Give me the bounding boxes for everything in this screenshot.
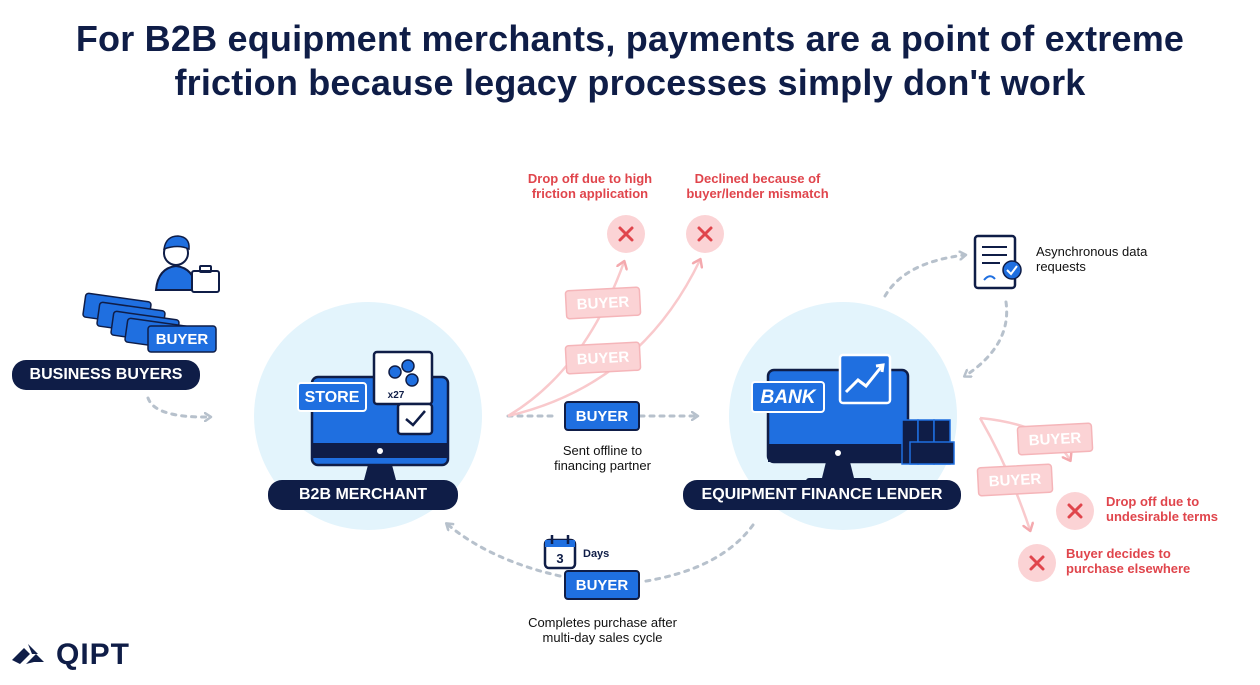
calendar-day: 3 <box>556 551 563 566</box>
buyer-label: BUYER <box>576 294 629 314</box>
completes-to-merchant-arrow <box>447 524 562 578</box>
buyer-label: BUYER <box>576 349 629 369</box>
fail-arrow-mismatch <box>507 260 700 418</box>
lender-to-completes-dash <box>638 523 755 584</box>
buyers-to-merchant-arrow <box>146 396 210 417</box>
title-line-2: friction because legacy processes simply… <box>174 62 1086 103</box>
lender-to-docs-arrow <box>883 255 965 298</box>
failure-application-label: Drop off due to high friction applicatio… <box>527 171 653 201</box>
title-line-1: For B2B equipment merchants, payments ar… <box>75 18 1185 59</box>
buyer-label: BUYER <box>576 577 629 594</box>
document-check-icon <box>973 234 1022 290</box>
x-circle-icon <box>686 215 724 253</box>
buyer-card-complete <box>564 570 640 600</box>
docs-to-lender-arrow <box>965 300 1009 376</box>
buyer-card-stack <box>82 292 217 353</box>
buyer-label: BUYER <box>988 471 1041 491</box>
lender-pill: EQUIPMENT FINANCE LENDER <box>683 480 961 510</box>
x-circle-icon <box>1018 544 1056 582</box>
failure-elsewhere-label: Buyer decides to purchase elsewhere <box>1066 546 1191 576</box>
calendar-icon <box>543 535 577 570</box>
buyer-label: BUYER <box>1028 430 1081 450</box>
business-buyers-pill: BUSINESS BUYERS <box>12 360 200 390</box>
completes-caption: Completes purchase after multi-day sales… <box>528 615 677 645</box>
bank-label: BANK <box>761 387 817 408</box>
x-circle-icon <box>607 215 645 253</box>
count-label: x27 <box>388 390 405 401</box>
buyer-card-pink-2 <box>564 341 642 375</box>
brand-name: QIPT <box>56 638 131 671</box>
sent-offline-caption: Sent offline to financing partner <box>554 443 651 473</box>
buyer-card-pink-1 <box>564 286 642 320</box>
fail-arrow-application <box>507 262 624 418</box>
b2b-merchant-pill: B2B MERCHANT <box>268 480 458 510</box>
async-caption: Asynchronous data requests <box>1036 244 1148 274</box>
days-label: Days <box>583 548 609 560</box>
buyer-card-pink-3 <box>1016 422 1094 456</box>
qipt-logo: QIPT <box>8 638 130 672</box>
failure-mismatch-label: Declined because of buyer/lender mismatc… <box>686 171 829 201</box>
buyer-card-pink-4 <box>976 463 1054 497</box>
buyer-card-sent <box>564 401 640 431</box>
x-circle-icon <box>1056 492 1094 530</box>
store-label: STORE <box>305 389 360 406</box>
person-with-briefcase-icon <box>154 235 220 293</box>
buyer-label: BUYER <box>156 331 209 348</box>
qipt-logo-mark-icon <box>12 644 44 664</box>
buyer-label: BUYER <box>576 408 629 425</box>
failure-terms-label: Drop off due to undesirable terms <box>1106 494 1218 524</box>
